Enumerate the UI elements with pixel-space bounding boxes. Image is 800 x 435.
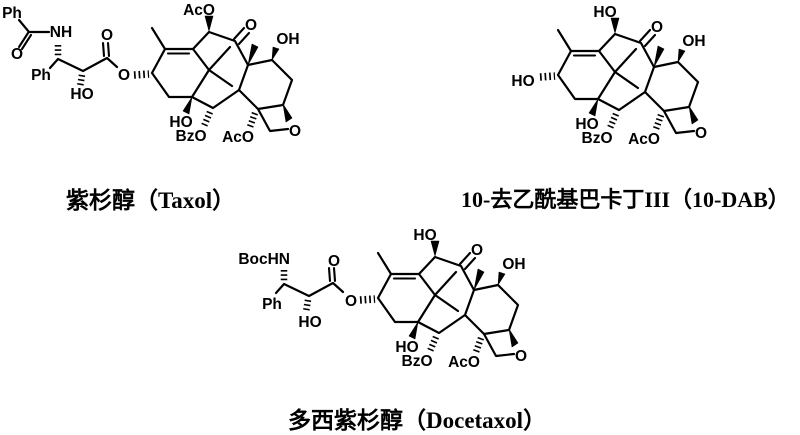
docetaxol-side-chain (276, 268, 343, 312)
dab10-label-ho-c1: HO (575, 116, 598, 133)
taxol-label-ho-c1: HO (169, 114, 192, 131)
taxol-label-o-carbonyl: O (101, 27, 113, 44)
docetaxol-label-bzo: BzO (402, 353, 433, 370)
docetaxol-label-o-ketone: O (471, 242, 483, 259)
taxol-label-c10-aco: AcO (183, 2, 215, 19)
taxol-benzamide (17, 18, 51, 51)
taxol-label-bzo: BzO (176, 128, 207, 145)
docetaxol-label-ho-c1: HO (395, 339, 418, 356)
docetaxol-label-oh-c7: OH (502, 256, 525, 273)
dab10-core-skeleton (540, 18, 698, 133)
taxol-caption: 紫杉醇（Taxol） (66, 188, 236, 213)
dab10-label-o-ketone: O (651, 19, 663, 36)
taxol-structure: Ph O NH Ph HO O O AcO O OH HO BzO AcO O (2, 2, 301, 146)
dab10-caption: 10-去乙酰基巴卡丁III（10-DAB） (461, 187, 790, 212)
dab10-label-aco-c4: AcO (628, 131, 660, 148)
taxol-label-aco-c4: AcO (222, 129, 254, 146)
docetaxol-core-skeleton (360, 241, 518, 356)
taxol-label-ph-amide: Ph (2, 5, 22, 22)
taxol-label-o-amide: O (11, 46, 23, 63)
docetaxol-label-o-oxetane: O (515, 348, 527, 365)
docetaxol-caption: 多西紫杉醇（Docetaxol） (288, 408, 547, 433)
dab10-label-o-oxetane: O (695, 125, 707, 142)
docetaxol-label-ph-c3: Ph (262, 296, 282, 313)
taxol-label-ho-c2: HO (70, 86, 93, 103)
taxol-label-oh-c7: OH (276, 31, 299, 48)
taxol-side-chain (50, 43, 117, 87)
dab10-label-bzo: BzO (582, 130, 613, 147)
docetaxol-structure: BocHN Ph HO O O HO O OH HO BzO AcO O (238, 227, 527, 371)
dab10-structure: HO HO O OH HO BzO AcO O (511, 4, 707, 148)
taxol-label-o-ester: O (118, 67, 130, 84)
docetaxol-label-c10-ho: HO (413, 227, 436, 244)
taxol-label-nh: NH (50, 24, 72, 41)
docetaxol-label-o-carbonyl: O (328, 253, 340, 270)
docetaxol-label-o-ester: O (345, 293, 357, 310)
dab10-label-c10-ho: HO (593, 4, 616, 21)
docetaxol-label-aco-c4: AcO (448, 354, 480, 371)
dab10-label-c13-ho: HO (511, 73, 534, 90)
taxol-label-o-ketone: O (245, 17, 257, 34)
docetaxol-label-bochn: BocHN (238, 251, 290, 268)
taxol-label-ph-c3: Ph (31, 67, 51, 84)
taxol-label-o-oxetane: O (289, 123, 301, 140)
taxol-core-skeleton (134, 16, 292, 131)
dab10-label-oh-c7: OH (682, 33, 705, 50)
docetaxol-label-ho-c2: HO (298, 314, 321, 331)
